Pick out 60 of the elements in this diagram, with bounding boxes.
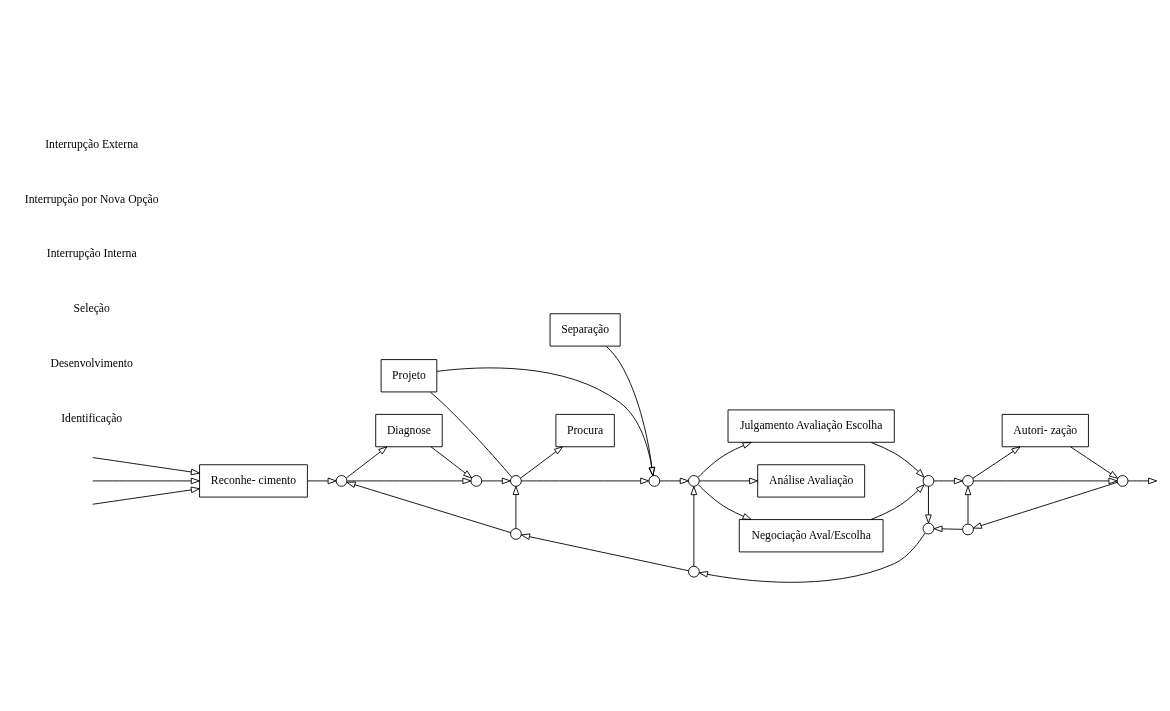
node-box: Análise Avaliação	[757, 464, 866, 498]
arrow	[933, 477, 963, 485]
arrow	[972, 481, 1118, 529]
node-box: Diagnose	[375, 413, 443, 448]
arrow	[521, 533, 689, 572]
node-circle	[470, 475, 483, 487]
node-box: Autori- zação	[1001, 413, 1089, 448]
node-circle	[510, 475, 522, 487]
arrow	[92, 486, 200, 505]
label: Interrupção Externa	[45, 137, 139, 151]
node-circle	[1116, 475, 1129, 487]
node-box: Separação	[549, 313, 621, 347]
node-box: Negociação Aval/Escolha	[738, 519, 884, 553]
node-box: Julgamento Avaliação Escolha	[727, 409, 895, 443]
arrow	[964, 486, 972, 525]
arrow	[933, 525, 963, 533]
arrow	[92, 457, 200, 476]
arrow	[697, 442, 752, 478]
label: Seleção	[73, 302, 110, 316]
arrow	[870, 442, 925, 478]
arrow	[972, 446, 1021, 479]
arrow	[307, 477, 337, 485]
arrow	[436, 367, 656, 477]
arrow	[659, 477, 689, 485]
arrow	[698, 532, 926, 583]
node-circle	[648, 475, 661, 487]
arrow	[605, 345, 656, 477]
arrow	[690, 486, 698, 567]
label: Interrupção por Nova Opção	[24, 192, 159, 206]
arrow	[92, 477, 200, 485]
arrow	[973, 477, 1118, 485]
arrow	[512, 486, 520, 529]
arrow	[345, 446, 388, 479]
arrow	[699, 477, 759, 485]
node-circle	[335, 475, 348, 487]
arrow	[346, 481, 512, 534]
arrow	[520, 477, 650, 485]
node-circle	[688, 565, 700, 578]
node-circle	[922, 522, 935, 535]
node-circle	[962, 475, 974, 487]
arrow	[925, 486, 932, 524]
node-box: Reconhe- cimento	[199, 464, 308, 498]
arrow	[870, 484, 925, 520]
label: Identificação	[61, 411, 123, 425]
arrow	[481, 477, 511, 485]
node-circle	[922, 475, 935, 487]
node-circle	[510, 528, 522, 540]
connector	[429, 391, 513, 478]
arrow	[430, 446, 473, 479]
arrow	[697, 484, 752, 520]
arrow	[346, 477, 472, 485]
node-box: Projeto	[380, 359, 438, 393]
arrow	[520, 446, 563, 479]
node-circle	[962, 523, 974, 536]
label: Interrupção Interna	[46, 247, 137, 261]
node-circle	[688, 475, 700, 487]
arrow	[1070, 446, 1119, 479]
arrow	[1127, 477, 1158, 485]
node-box: Procura	[555, 413, 615, 448]
label: Desenvolvimento	[50, 357, 133, 371]
